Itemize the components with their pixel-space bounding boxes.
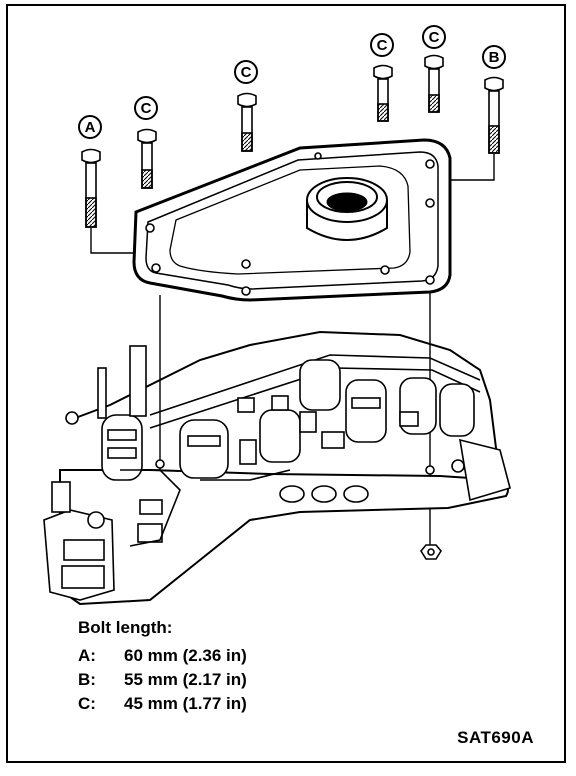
callout-a-label: A [85, 119, 96, 136]
legend-key: C: [78, 694, 96, 713]
legend-value: 60 mm (2.36 in) [124, 646, 247, 665]
callout-c-label: C [377, 37, 388, 54]
callout-c-2: C [234, 60, 258, 84]
callout-c-label: C [241, 64, 252, 81]
bolt-b [484, 76, 504, 154]
callout-c-label: C [429, 29, 440, 46]
callout-c-1: C [134, 96, 158, 120]
callout-c-label: C [141, 100, 152, 117]
legend-key: B: [78, 670, 96, 689]
cover-plate [132, 138, 452, 302]
nut [420, 544, 442, 560]
bolt-c-3 [373, 64, 393, 122]
bolt-c-2 [237, 92, 257, 152]
figure-code: SAT690A [457, 728, 534, 747]
legend-row-c: C: 45 mm (1.77 in) [78, 692, 247, 716]
bolt-a [81, 148, 101, 228]
callout-c-4: C [422, 25, 446, 49]
legend-title: Bolt length: [78, 618, 173, 637]
callout-b: B [482, 45, 506, 69]
callout-c-3: C [370, 33, 394, 57]
cover-holes [145, 152, 435, 296]
bolt-c-4 [424, 54, 444, 113]
legend-value: 55 mm (2.17 in) [124, 670, 247, 689]
callout-a: A [78, 115, 102, 139]
valve-body [43, 330, 511, 606]
legend-value: 45 mm (1.77 in) [124, 694, 247, 713]
bolt-c-1 [137, 128, 157, 189]
bolt-length-legend: Bolt length: A: 60 mm (2.36 in) B: 55 mm (… [78, 616, 247, 716]
legend-key: A: [78, 646, 96, 665]
callout-b-label: B [489, 49, 500, 66]
legend-row-a: A: 60 mm (2.36 in) [78, 644, 247, 668]
legend-row-b: B: 55 mm (2.17 in) [78, 668, 247, 692]
